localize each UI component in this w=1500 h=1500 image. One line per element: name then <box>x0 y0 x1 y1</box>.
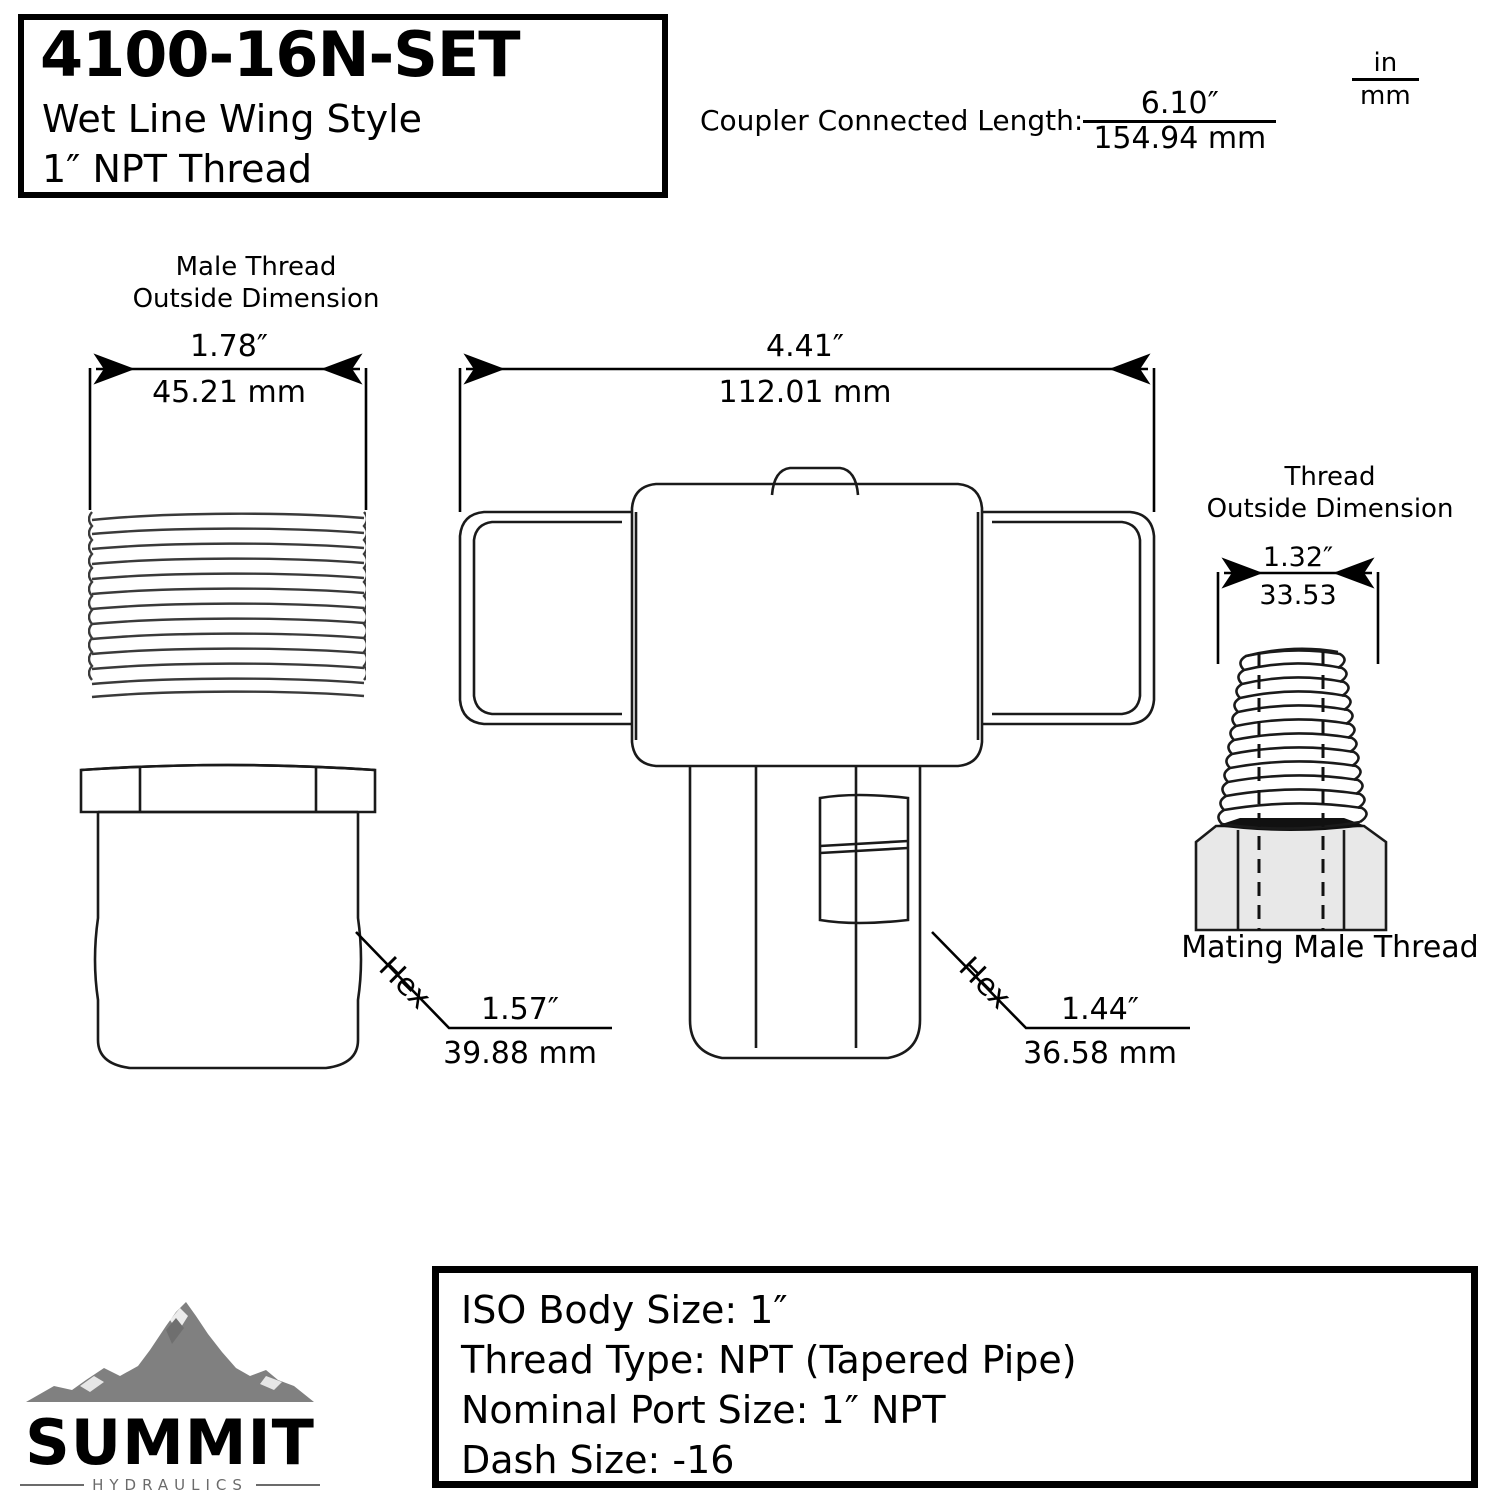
logo-subtext-row: HYDRAULICS <box>20 1476 321 1494</box>
dimension-text-hex-left: 1.57″ 39.88 mm <box>425 993 615 1070</box>
spec-nominal-port-size: Nominal Port Size: 1″ NPT <box>461 1388 946 1433</box>
dimension-overall-length <box>458 353 1156 512</box>
thread-od-label: Thread Outside Dimension <box>1170 462 1490 525</box>
hex-left-mm: 39.88 mm <box>443 1035 597 1071</box>
mating-thread-od-inches: 1.32″ <box>1262 542 1334 573</box>
overall-length-mm: 112.01 mm <box>718 374 892 410</box>
spec-iso-body-size: ISO Body Size: 1″ <box>461 1288 788 1332</box>
dimension-text-hex-right: 1.44″ 36.58 mm <box>1005 993 1195 1070</box>
left-coupler-drawing <box>79 511 377 1070</box>
center-wing-coupler-drawing <box>458 466 1156 1060</box>
units-key-inches: in <box>1352 48 1419 81</box>
dimension-text-overall-length: 4.41″ 112.01 mm <box>620 330 990 409</box>
male-thread-od-mm: 45.21 mm <box>152 374 306 410</box>
logo-wordmark: SUMMIT <box>25 1406 315 1479</box>
male-thread-od-label-line2: Outside Dimension <box>132 283 380 314</box>
hex-left-inches: 1.57″ <box>480 992 559 1027</box>
male-thread-od-label: Male Thread Outside Dimension <box>96 252 416 315</box>
part-subtitle-style: Wet Line Wing Style <box>42 97 422 141</box>
mating-male-thread-label: Mating Male Thread <box>1181 930 1479 965</box>
dimension-text-male-thread-od: 1.78″ 45.21 mm <box>95 330 363 409</box>
coupler-length-inches: 6.10″ <box>1083 87 1277 124</box>
dimension-mating-thread-od <box>1216 557 1380 664</box>
male-thread-od-label-line1: Male Thread <box>175 252 337 282</box>
spec-thread-type: Thread Type: NPT (Tapered Pipe) <box>461 1338 1077 1383</box>
coupler-connected-length-value: 6.10″154.94 mm <box>1083 87 1277 157</box>
leader-hex-left <box>355 931 612 1030</box>
coupler-length-mm: 154.94 mm <box>1093 121 1267 157</box>
coupler-connected-length-label: Coupler Connected Length: <box>700 103 1084 137</box>
logo-rule-left <box>20 1484 85 1486</box>
thread-od-label-line1: Thread <box>1284 462 1376 492</box>
mountain-icon <box>26 1302 314 1402</box>
mating-thread-od-mm: 33.53 <box>1259 580 1337 612</box>
male-thread-od-inches: 1.78″ <box>189 329 268 364</box>
overall-length-inches: 4.41″ <box>765 329 844 364</box>
dimension-text-mating-thread-od: 1.32″ 33.53 <box>1218 542 1378 612</box>
mating-male-thread-drawing <box>1194 647 1388 932</box>
leader-hex-right <box>931 931 1190 1030</box>
logo-rule-right <box>255 1484 321 1486</box>
summit-hydraulics-logo: SUMMIT HYDRAULICS <box>20 1290 330 1494</box>
units-key: in mm <box>1352 48 1419 111</box>
title-block: 4100-16N-SET Wet Line Wing Style 1″ NPT … <box>18 14 668 198</box>
thread-od-label-line2: Outside Dimension <box>1206 493 1454 524</box>
dimension-male-thread-od <box>88 353 368 510</box>
hex-right-inches: 1.44″ <box>1060 992 1139 1027</box>
units-key-mm: mm <box>1360 81 1411 111</box>
part-subtitle-thread: 1″ NPT Thread <box>42 147 312 191</box>
hex-right-mm: 36.58 mm <box>1023 1035 1177 1071</box>
logo-subtext: HYDRAULICS <box>92 1476 248 1494</box>
part-number: 4100-16N-SET <box>40 18 520 91</box>
specification-box: ISO Body Size: 1″ Thread Type: NPT (Tape… <box>432 1266 1478 1488</box>
coupler-connected-length: Coupler Connected Length:6.10″154.94 mm <box>700 87 1277 157</box>
spec-dash-size: Dash Size: -16 <box>461 1438 735 1483</box>
